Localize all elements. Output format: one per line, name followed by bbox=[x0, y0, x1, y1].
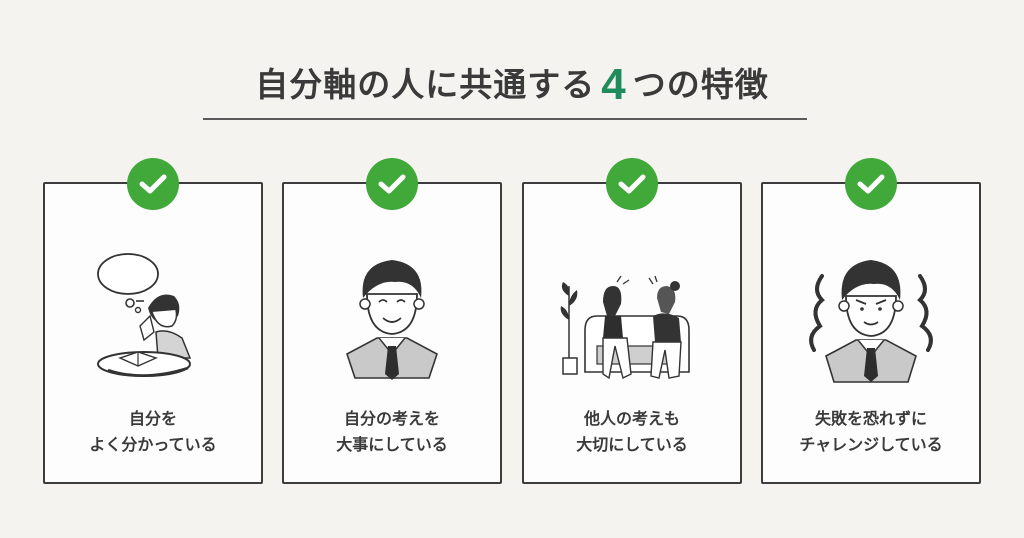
feature-card-3: 他人の考えも 大切にしている bbox=[522, 158, 742, 484]
title-number: 4 bbox=[601, 60, 627, 109]
caption-line-2: チャレンジしている bbox=[799, 435, 943, 454]
person-thinking-reading-icon bbox=[97, 253, 192, 377]
caption-line-2: 大切にしている bbox=[576, 435, 688, 454]
feature-caption: 他人の考えも 大切にしている bbox=[524, 406, 740, 458]
smiling-businessman-icon bbox=[346, 260, 438, 380]
caption-line-2: 大事にしている bbox=[336, 435, 448, 454]
feature-card-1: 自分を よく分かっている bbox=[43, 158, 263, 484]
check-icon bbox=[366, 158, 418, 210]
feature-caption: 自分の考えを 大事にしている bbox=[284, 406, 500, 458]
feature-card-2: 自分の考えを 大事にしている bbox=[282, 158, 502, 484]
caption-line-1: 自分の考えを bbox=[343, 409, 440, 428]
caption-line-1: 自分を bbox=[128, 409, 177, 428]
title-suffix: つの特徴 bbox=[632, 65, 769, 104]
two-women-talking-icon bbox=[560, 275, 690, 380]
check-icon bbox=[127, 158, 179, 210]
caption-line-1: 失敗を恐れずに bbox=[814, 409, 927, 428]
determined-businessman-icon bbox=[809, 260, 933, 383]
caption-line-1: 他人の考えも bbox=[583, 409, 680, 428]
check-icon bbox=[845, 158, 897, 210]
title-divider bbox=[203, 118, 807, 120]
feature-caption: 失敗を恐れずに チャレンジしている bbox=[763, 406, 979, 458]
title-prefix: 自分軸の人に共通する bbox=[255, 65, 596, 104]
check-icon bbox=[606, 158, 658, 210]
caption-line-2: よく分かっている bbox=[89, 435, 217, 454]
feature-card-4: 失敗を恐れずに チャレンジしている bbox=[761, 158, 981, 484]
feature-caption: 自分を よく分かっている bbox=[45, 406, 261, 458]
